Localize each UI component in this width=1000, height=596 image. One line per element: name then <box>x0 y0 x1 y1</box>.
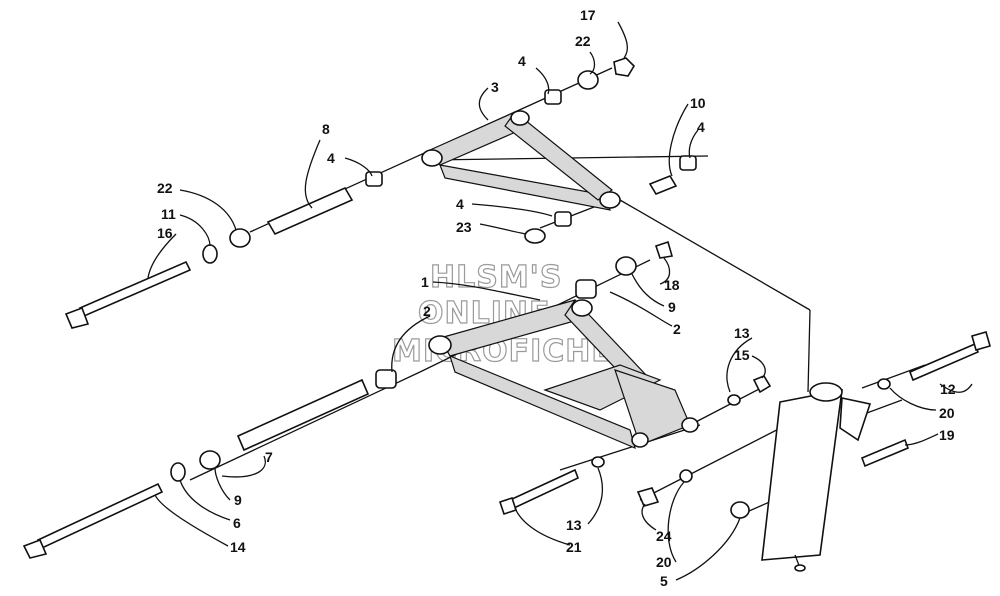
callout-13-right: 13 <box>734 325 750 341</box>
callout-3: 3 <box>491 79 499 95</box>
callout-13-bottom: 13 <box>566 517 582 533</box>
callout-20-right: 20 <box>939 405 955 421</box>
shock-absorber <box>761 382 872 572</box>
callout-11: 11 <box>161 206 176 222</box>
callout-9-left: 9 <box>234 492 242 508</box>
callout-18: 18 <box>664 277 680 293</box>
callout-2-left: 2 <box>423 303 431 319</box>
callout-16: 16 <box>157 225 173 241</box>
upper-a-arm <box>421 110 621 211</box>
callout-8: 8 <box>322 121 330 137</box>
callout-22-left: 22 <box>157 180 173 196</box>
callout-17: 17 <box>580 7 596 23</box>
lower-hardware <box>498 331 991 519</box>
callout-4-right: 4 <box>697 119 705 135</box>
lower-bushings <box>170 240 674 482</box>
upper-bushings <box>365 89 697 227</box>
callout-12: 12 <box>940 381 956 397</box>
callout-10: 10 <box>690 95 706 111</box>
callout-21: 21 <box>566 539 582 555</box>
lower-a-arm <box>428 299 699 450</box>
upper-long-bolt <box>64 260 192 329</box>
callout-9-right: 9 <box>668 299 676 315</box>
callout-4-left: 4 <box>327 150 335 166</box>
lower-long-bolt <box>22 482 164 559</box>
callout-4-top: 4 <box>518 53 526 69</box>
watermark-line-1: HLSM'S <box>430 260 562 295</box>
callout-4-bottom: 4 <box>456 196 464 212</box>
callout-leader-lines <box>147 21 973 581</box>
callout-7: 7 <box>265 449 273 465</box>
callout-1: 1 <box>421 274 429 290</box>
callout-6: 6 <box>233 515 241 531</box>
callout-2-right: 2 <box>673 321 681 337</box>
watermark: HLSM'S ONLINE MICROFICHE <box>391 259 612 369</box>
callout-15: 15 <box>734 347 750 363</box>
callout-23: 23 <box>456 219 472 235</box>
callout-20-bottom: 20 <box>656 554 672 570</box>
callout-24: 24 <box>656 528 672 544</box>
callout-19: 19 <box>939 427 955 443</box>
upper-fasteners <box>202 57 678 264</box>
callout-14: 14 <box>230 539 246 555</box>
callout-5: 5 <box>660 573 668 589</box>
callout-labels: 17 22 4 3 8 4 10 4 22 11 16 4 23 1 18 2 … <box>157 7 956 589</box>
callout-22-top: 22 <box>575 33 591 49</box>
